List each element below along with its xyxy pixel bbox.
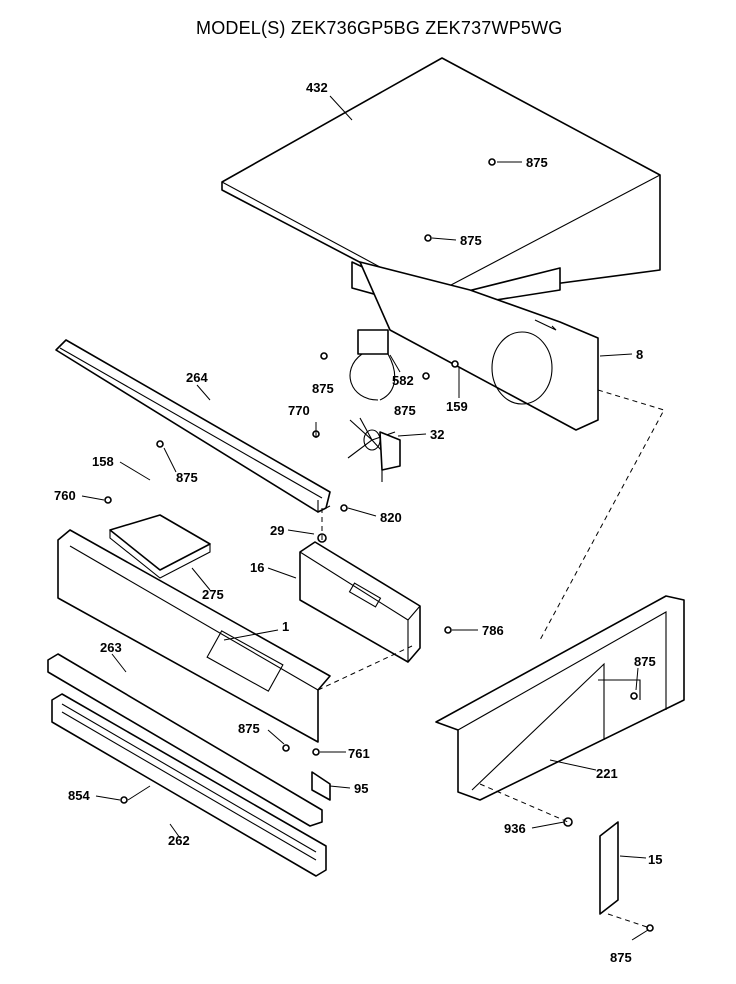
- label-786: 786: [482, 623, 504, 638]
- label-8: 8: [636, 347, 643, 362]
- label-158: 158: [92, 454, 114, 469]
- label-262: 262: [168, 833, 190, 848]
- label-15: 15: [648, 852, 662, 867]
- part-32-fan-motor: [347, 417, 401, 482]
- label-875-h: 875: [610, 950, 632, 965]
- part-262-vent-grille: [51, 693, 327, 877]
- label-875-d: 875: [394, 403, 416, 418]
- part-labels: 432 875 875 8 264 875 582 875 159 770 32…: [54, 80, 662, 965]
- leader-lines: [81, 95, 649, 941]
- label-936: 936: [504, 821, 526, 836]
- label-875-f: 875: [634, 654, 656, 669]
- part-275-bracket: [109, 514, 211, 579]
- label-275: 275: [202, 587, 224, 602]
- label-221: 221: [596, 766, 618, 781]
- label-29: 29: [270, 523, 284, 538]
- label-264: 264: [186, 370, 208, 385]
- part-95-bracket: [311, 771, 331, 801]
- part-8-back-panel: [359, 261, 599, 431]
- part-263-lower-trim: [47, 653, 323, 827]
- label-582: 582: [392, 373, 414, 388]
- diagram-title: MODEL(S) ZEK736GP5BG ZEK737WP5WG: [196, 18, 563, 38]
- label-263: 263: [100, 640, 122, 655]
- part-15-small-panel: [599, 821, 619, 915]
- label-770: 770: [288, 403, 310, 418]
- label-432: 432: [306, 80, 328, 95]
- part-264-trim-rail: [55, 339, 331, 513]
- part-16-electronic-control: [299, 541, 421, 663]
- part-432-top-cover: [221, 57, 661, 311]
- label-159: 159: [446, 399, 468, 414]
- label-1: 1: [282, 619, 289, 634]
- assembly-lines: [317, 389, 665, 929]
- label-16: 16: [250, 560, 264, 575]
- part-1-control-panel: [57, 529, 331, 743]
- label-32: 32: [430, 427, 444, 442]
- label-761: 761: [348, 746, 370, 761]
- label-760: 760: [54, 488, 76, 503]
- label-854: 854: [68, 788, 90, 803]
- label-875-a: 875: [526, 155, 548, 170]
- part-582-bracket: [349, 329, 396, 401]
- label-820: 820: [380, 510, 402, 525]
- label-875-e: 875: [176, 470, 198, 485]
- screws: [104, 158, 654, 932]
- label-875-g: 875: [238, 721, 260, 736]
- label-875-b: 875: [460, 233, 482, 248]
- part-221-side-panel: [435, 595, 685, 801]
- label-95: 95: [354, 781, 368, 796]
- label-875-c: 875: [312, 381, 334, 396]
